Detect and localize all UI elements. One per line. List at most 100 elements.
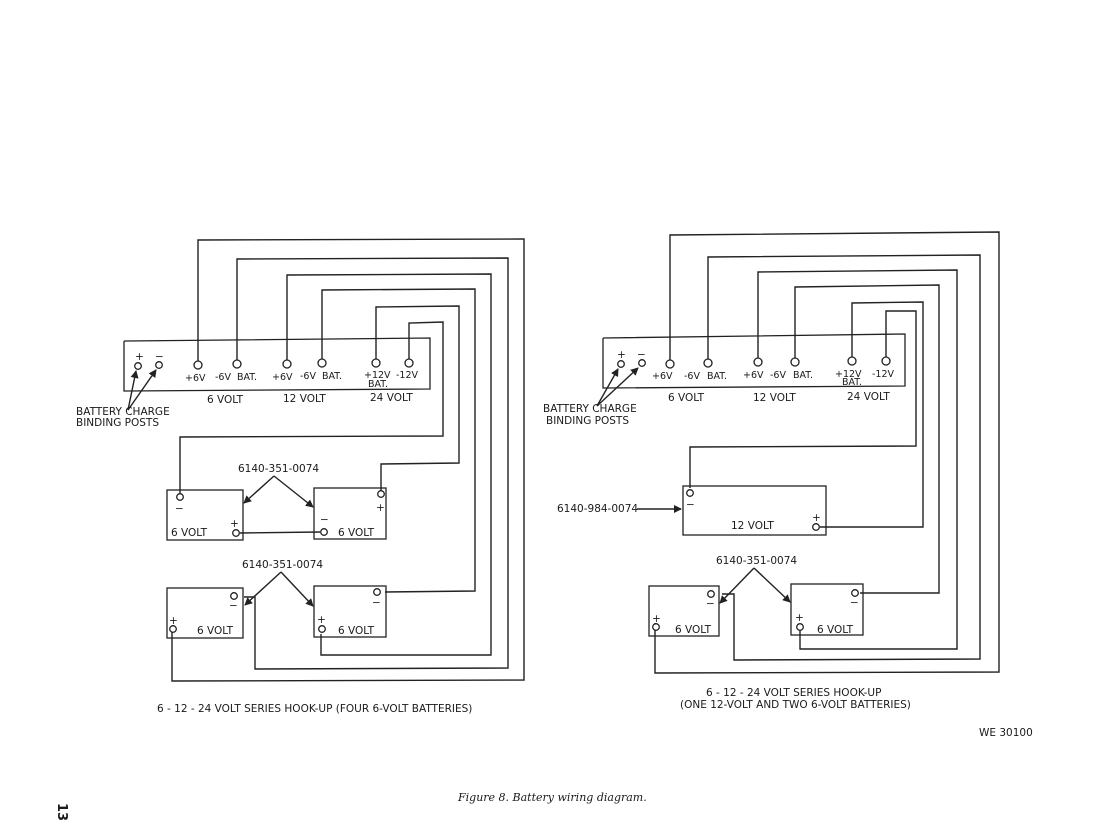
left-part-number-bottom: 6140-351-0074: [242, 559, 323, 571]
left-charge-plus-sign: +: [135, 351, 144, 363]
left-battery-4-minus-sign: −: [372, 597, 381, 609]
left-terminal-label: -6V: [300, 371, 316, 382]
left-battery-2: [313, 487, 387, 540]
left-battery-3-minus-sign: −: [229, 600, 238, 612]
left-terminal-post: [282, 359, 292, 369]
left-group-label: 12 VOLT: [283, 393, 326, 405]
left-battery-4: [313, 585, 387, 638]
left-battery-1: [166, 489, 244, 541]
right-terminal-post: [881, 356, 891, 366]
left-battery-2-plus-post: [377, 490, 385, 498]
left-battery-3-plus-post: [169, 625, 177, 633]
right-terminal-panel: [602, 333, 906, 389]
right-diagram: + − BATTERY CHARGE BINDING POSTS +6V -6V…: [543, 231, 1000, 711]
right-battery-6v-1-plus-sign: +: [652, 613, 661, 625]
left-terminal-label: +6V: [185, 373, 206, 384]
right-battery-6v-2: [790, 583, 864, 636]
right-charge-minus-sign: −: [637, 349, 646, 361]
right-part-pointer-arrow: [753, 567, 791, 603]
right-terminal-label: -12V: [872, 369, 895, 380]
right-diagram-subtitle: (ONE 12-VOLT AND TWO 6-VOLT BATTERIES): [680, 699, 911, 711]
right-group-label: 6 VOLT: [668, 392, 705, 404]
right-terminal-post: [665, 359, 675, 369]
left-part-pointer-arrow: [243, 475, 275, 504]
figure-code: WE 30100: [979, 727, 1033, 739]
right-part-number-6v: 6140-351-0074: [716, 555, 797, 567]
left-group-label: 24 VOLT: [370, 392, 413, 404]
right-battery-12v-minus-post: [686, 489, 694, 497]
right-terminal-post: [703, 358, 713, 368]
right-terminal-label: BAT.: [842, 377, 862, 388]
left-battery-2-minus-sign: −: [320, 514, 329, 526]
right-terminal-label: -6V: [770, 370, 786, 381]
left-terminal-label: BAT.: [368, 379, 388, 390]
right-battery-6v-1-plus-post: [652, 623, 660, 631]
left-terminal-post: [371, 358, 381, 368]
right-battery-12v: [682, 485, 827, 536]
right-terminal-label: BAT.: [793, 370, 813, 381]
left-diagram: + − BATTERY CHARGE BINDING POSTS +6V -6V…: [76, 238, 525, 715]
right-battery-12v-plus-post: [812, 523, 820, 531]
right-terminal-post: [753, 357, 763, 367]
left-wire: [286, 273, 492, 656]
right-part-pointer-arrow: [719, 567, 755, 604]
right-terminal-label: BAT.: [707, 371, 727, 382]
left-terminal-panel: [123, 337, 431, 392]
left-wire: [321, 288, 476, 593]
left-terminal-post: [193, 360, 203, 370]
right-terminal-label: +6V: [743, 370, 764, 381]
left-battery-2-plus-sign: +: [376, 502, 385, 514]
left-terminal-post: [404, 358, 414, 368]
left-terminal-label: -12V: [396, 370, 419, 381]
left-charge-post-plus: [134, 362, 142, 370]
right-battery-6v-2-minus-sign: −: [850, 597, 859, 609]
left-part-pointer-arrow: [244, 571, 282, 606]
right-charge-plus-sign: +: [617, 349, 626, 361]
right-wire: [794, 284, 940, 594]
left-terminal-label: +12V: [364, 370, 391, 381]
right-battery-12v-plus-sign: +: [812, 512, 821, 524]
right-charge-pointer-arrow: [596, 368, 619, 407]
left-charge-pointer-arrow: [127, 370, 139, 411]
left-terminal-label: +6V: [272, 372, 293, 383]
left-charge-label: BINDING POSTS: [76, 417, 159, 429]
right-wire: [757, 269, 958, 650]
right-charge-label: BATTERY CHARGE: [543, 403, 637, 415]
right-charge-label: BINDING POSTS: [546, 415, 629, 427]
right-terminal-post: [847, 356, 857, 366]
left-battery-3: [166, 587, 244, 639]
left-charge-pointer-arrow: [127, 369, 157, 411]
page-number: 13: [54, 803, 69, 821]
left-charge-label: BATTERY CHARGE: [76, 406, 170, 418]
right-wire: [707, 254, 981, 661]
right-wire: [689, 310, 917, 488]
right-group-label: 24 VOLT: [847, 391, 890, 403]
right-battery-6v-2-label: 6 VOLT: [817, 624, 854, 636]
left-battery-1-plus-sign: +: [230, 518, 239, 530]
right-battery-12v-label: 12 VOLT: [731, 520, 774, 532]
left-battery-4-minus-post: [373, 588, 381, 596]
right-terminal-post: [790, 357, 800, 367]
left-battery-1-label: 6 VOLT: [171, 527, 208, 539]
left-battery-4-label: 6 VOLT: [338, 625, 375, 637]
left-battery-3-label: 6 VOLT: [197, 625, 234, 637]
right-wire: [820, 301, 924, 528]
left-wire: [179, 321, 444, 493]
left-wire: [171, 238, 525, 682]
right-charge-post-minus: [638, 359, 646, 367]
left-battery-2-minus-post: [320, 528, 328, 536]
left-jumper-wire: [239, 531, 321, 534]
right-battery-6v-2-plus-post: [796, 623, 804, 631]
left-battery-3-minus-post: [230, 592, 238, 600]
left-part-pointer-arrow: [280, 571, 314, 607]
right-terminal-label: +6V: [652, 371, 673, 382]
left-charge-post-minus: [155, 361, 163, 369]
right-battery-6v-2-plus-sign: +: [795, 612, 804, 624]
left-terminal-label: BAT.: [237, 372, 257, 383]
left-terminal-label: BAT.: [322, 371, 342, 382]
left-battery-4-plus-sign: +: [317, 614, 326, 626]
right-battery-6v-1-minus-sign: −: [706, 598, 715, 610]
right-group-label: 12 VOLT: [753, 392, 796, 404]
left-wire: [236, 257, 509, 670]
right-part-number-12v: 6140-984-0074: [557, 503, 638, 515]
